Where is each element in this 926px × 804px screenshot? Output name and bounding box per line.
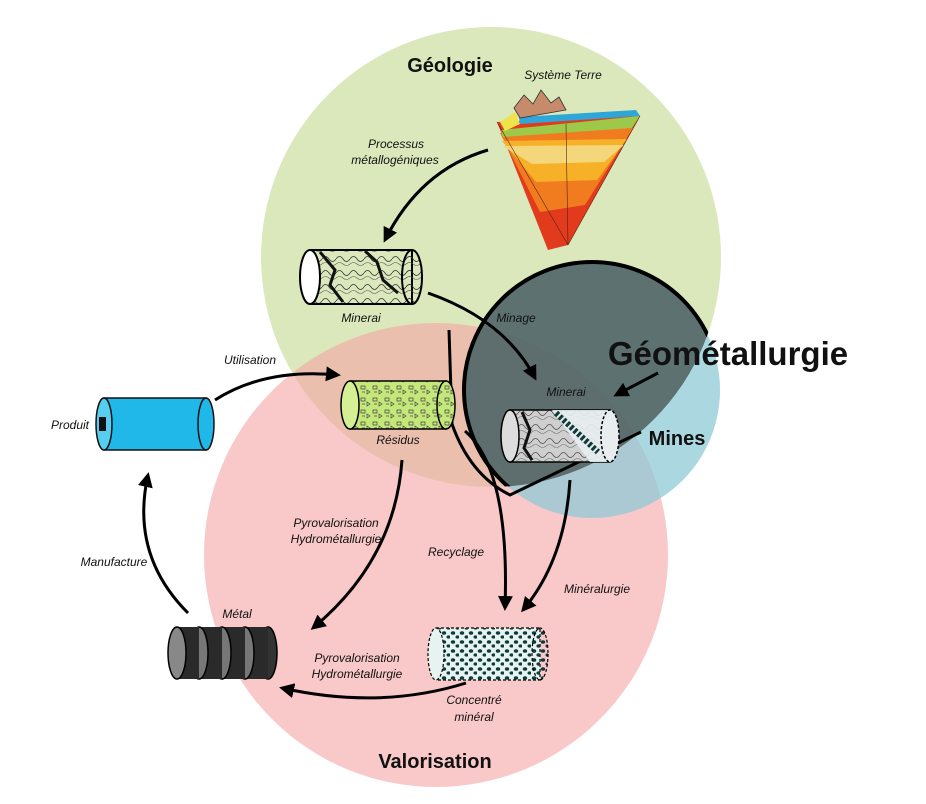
pyro-label-1b: Hydrométallurgie (291, 532, 382, 546)
arrow-geometallurgie (613, 371, 659, 397)
earth-wedge-icon (496, 89, 641, 250)
recyclage-label: Recyclage (428, 545, 484, 559)
arrow-mineralurgie (521, 479, 572, 613)
manufacture-label: Manufacture (81, 555, 148, 569)
arrow-processus (383, 148, 489, 243)
minerai-mine-label: Minerai (546, 385, 586, 399)
metal-label: Métal (222, 607, 252, 621)
concentre-label-2: minéral (454, 710, 494, 724)
arrow-residus-pyro (310, 459, 404, 630)
arrow-utilisation (214, 366, 341, 402)
geometallurgie-title: Géométallurgie (608, 335, 848, 372)
residus-cylinder-icon (340, 380, 456, 430)
systeme-terre-label: Système Terre (524, 68, 602, 82)
produit-battery-icon (95, 397, 215, 451)
processus-label-1: Processus (368, 137, 424, 151)
arrow-manufacture (138, 472, 190, 615)
minerai-cylinder-icon (299, 249, 423, 305)
geologie-title: Géologie (407, 55, 493, 77)
concentre-cylinder-icon (427, 627, 549, 681)
mines-title: Mines (649, 428, 706, 450)
minerai-mine-cylinder-icon (500, 409, 620, 463)
pyro-label-2b: Hydrométallurgie (312, 667, 403, 681)
arrow-recyclage (464, 429, 513, 611)
arrow-minage (427, 291, 537, 381)
mineralurgie-label: Minéralurgie (564, 582, 630, 596)
metal-discs-icon (167, 626, 278, 680)
arrow-concentre-pyro (279, 681, 467, 700)
pyro-label-1a: Pyrovalorisation (293, 516, 379, 530)
valorisation-title: Valorisation (378, 751, 491, 773)
produit-label: Produit (51, 418, 90, 432)
concentre-label-1: Concentré (446, 693, 502, 707)
utilisation-label: Utilisation (224, 353, 276, 367)
processus-label-2: métallogéniques (351, 153, 438, 167)
minerai-geo-label: Minerai (341, 311, 381, 325)
minage-label: Minage (496, 311, 536, 325)
residus-label: Résidus (376, 433, 419, 447)
pyro-label-2a: Pyrovalorisation (314, 651, 400, 665)
